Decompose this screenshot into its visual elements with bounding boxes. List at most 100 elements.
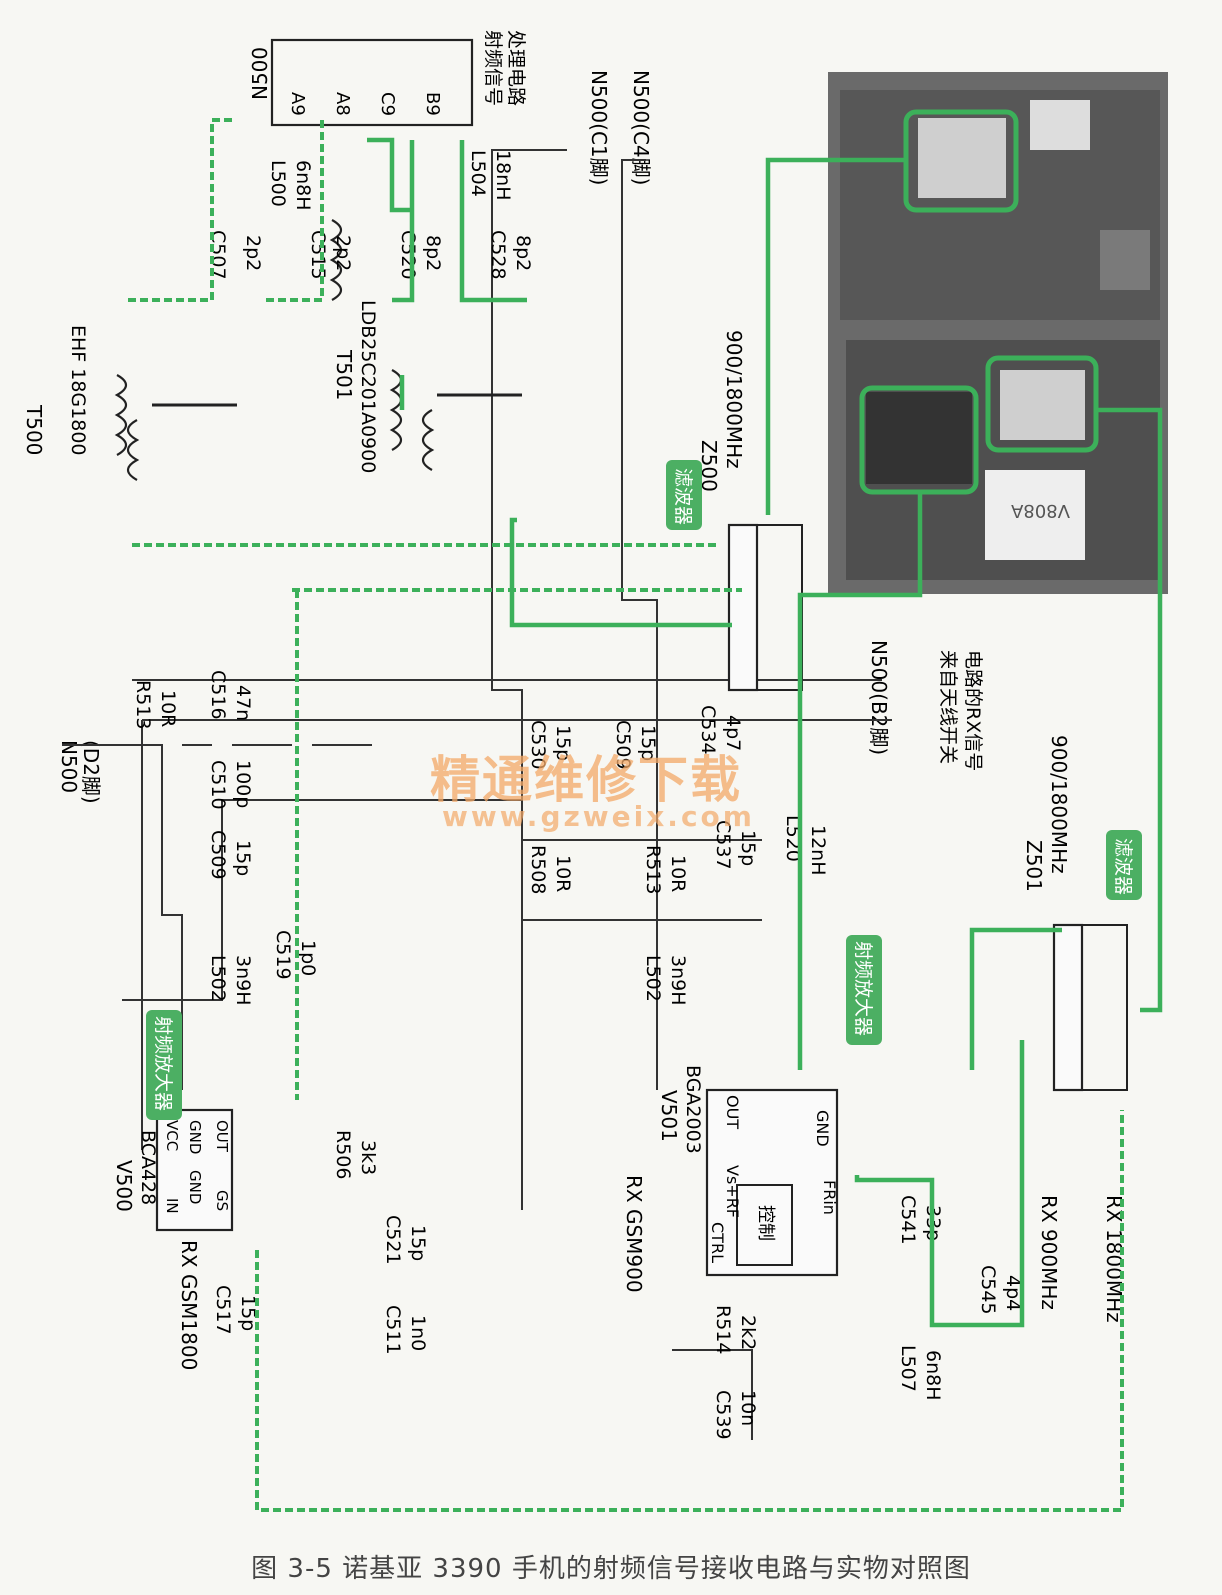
watermark-title: 精通维修下载 xyxy=(430,751,742,809)
filter-z500: Z500 900/1800MHz xyxy=(697,330,803,692)
rx-gsm1800-label: RX GSM1800 xyxy=(177,1240,201,1370)
v501-pin-frin: FRin xyxy=(820,1180,839,1215)
callout-rfamp-2: 射频放大器 xyxy=(846,935,882,1045)
l502a-ref: L502 xyxy=(207,955,229,1002)
antenna-note-1: 来自天线开关 xyxy=(937,650,959,764)
v500-pin-gnd2: GND xyxy=(186,1170,204,1204)
v501-pin-out: OUT xyxy=(723,1095,742,1129)
z501-freq: 900/1800MHz xyxy=(1047,735,1071,874)
cap-c515: C515 2p2 xyxy=(307,230,354,280)
ic-n500-desc-1: 射频信号 xyxy=(482,30,504,106)
rx-900mhz-label: RX 900MHz xyxy=(1037,1195,1061,1310)
ic-n500-pin-c9: C9 xyxy=(377,92,398,116)
middle-parts: C530 15p C509 15p C534 4p7 R508 10R R513… xyxy=(527,705,829,1006)
c530-ref: C530 xyxy=(527,720,549,770)
t501-model: LDB25C201A0900 xyxy=(357,300,379,473)
r508-val: 10R xyxy=(552,855,574,892)
rx-gsm900-label: RX GSM900 xyxy=(622,1175,646,1293)
c509b-val: 15p xyxy=(637,725,659,761)
c539-val: 10n xyxy=(737,1390,759,1426)
inductor-l500: L500 6n8H xyxy=(267,160,343,301)
cap-c528: C528 8p2 xyxy=(487,230,534,280)
r513b-ref: R513 xyxy=(642,845,664,894)
inductor-l504: L504 18nH xyxy=(467,150,514,201)
c515-val: 2p2 xyxy=(332,235,354,271)
t501-ref: T501 xyxy=(332,349,356,400)
l504-val: 18nH xyxy=(492,150,514,201)
amp-v501: V501 BGA2003 Vs+RF OUT CTRL GND FRin 控制 xyxy=(657,1065,839,1277)
ic-n500-pin-a8: A8 xyxy=(332,92,353,116)
c528-val: 8p2 xyxy=(512,235,534,271)
c507-ref: C507 xyxy=(207,230,229,280)
signal-path-900 xyxy=(367,137,1062,1328)
c534-ref: C534 xyxy=(697,705,719,755)
net-label-c4: N500(C4脚) xyxy=(629,70,653,185)
c521-ref: C521 xyxy=(382,1215,404,1265)
r513a-val: 10R xyxy=(157,690,179,727)
c539-ref: C539 xyxy=(712,1390,734,1440)
net-label-c1: N500(C1脚) xyxy=(587,70,611,185)
net-label-b2: N500(B2脚) xyxy=(867,640,891,755)
bottom-parts: C541 33p C545 4p4 R514 2k2 C539 10n L507… xyxy=(712,1195,1024,1440)
ic-n500-name: N500 xyxy=(248,47,272,100)
c510-ref: C510 xyxy=(207,760,229,810)
ic-n500-pin-b9: B9 xyxy=(422,92,443,116)
r514-ref: R514 xyxy=(712,1305,734,1354)
v500-model: BCA428 xyxy=(137,1130,159,1205)
v501-model: BGA2003 xyxy=(682,1065,704,1154)
watermark-url: www.gzweix.com xyxy=(442,800,755,833)
ic-n500-pin-a9: A9 xyxy=(287,92,308,116)
v501-ref: V501 xyxy=(657,1090,681,1142)
cap-c507: C507 2p2 xyxy=(207,230,264,280)
callout-filter-2: 滤波器 xyxy=(1106,830,1142,900)
v500-pin-in: IN xyxy=(163,1198,181,1214)
transformer-t501: T501 LDB25C201A0900 xyxy=(332,300,522,473)
r514-val: 2k2 xyxy=(737,1315,759,1350)
callout-filter-2-text: 滤波器 xyxy=(1112,838,1134,895)
antenna-note-2: 电路的RX信号 xyxy=(962,650,984,771)
c515-ref: C515 xyxy=(307,230,329,280)
c511-ref: C511 xyxy=(382,1305,404,1355)
l504-ref: L504 xyxy=(467,150,489,197)
c541-ref: C541 xyxy=(897,1195,919,1245)
c510-val: 100p xyxy=(232,760,254,808)
c519-val: 1p0 xyxy=(297,940,319,976)
l507-ref: L507 xyxy=(897,1345,919,1392)
c537-ref: C537 xyxy=(712,820,734,870)
callout-filter-1-text: 滤波器 xyxy=(672,468,694,525)
c516-val: 47n xyxy=(232,685,254,721)
c509b-ref: C509 xyxy=(612,720,634,770)
r506-val: 3k3 xyxy=(357,1140,379,1175)
l502b-val: 3n9H xyxy=(667,955,689,1006)
c545-val: 4p4 xyxy=(1002,1275,1024,1311)
callout-rfamp-1-text: 射频放大器 xyxy=(152,1016,174,1111)
c528-ref: C528 xyxy=(487,230,509,280)
v501-pin-gnd: GND xyxy=(813,1110,832,1147)
ic-n500: N500 A9 A8 C9 B9 射频信号 处理电路 xyxy=(248,30,527,127)
c521-val: 15p xyxy=(407,1225,429,1261)
cap-c520: C520 8p2 xyxy=(397,230,444,280)
t500-ref: T500 xyxy=(22,404,46,455)
v501-control: 控制 xyxy=(755,1205,776,1241)
l507-val: 6n8H xyxy=(922,1350,944,1401)
figure-caption: 图 3-5 诺基亚 3390 手机的射频信号接收电路与实物对照图 xyxy=(251,1554,971,1584)
z501-ref: Z501 xyxy=(1022,840,1046,892)
net-label-d2-b: (D2脚) xyxy=(79,740,103,804)
v500-pin-vcc: VCC xyxy=(163,1120,181,1151)
signal-path-1800 xyxy=(127,118,1124,1512)
c507-val: 2p2 xyxy=(242,235,264,271)
r506-ref: R506 xyxy=(332,1130,354,1179)
callout-rfamp-2-text: 射频放大器 xyxy=(852,941,874,1036)
c520-val: 8p2 xyxy=(422,235,444,271)
callout-filter-1: 滤波器 xyxy=(666,460,702,530)
l502a-val: 3n9H xyxy=(232,955,254,1006)
c517-ref: C517 xyxy=(212,1285,234,1335)
c511-val: 1n0 xyxy=(407,1315,429,1351)
l502b-ref: L502 xyxy=(642,955,664,1002)
v500-pin-gnd1: GND xyxy=(186,1120,204,1154)
photo-chip-text: V808A xyxy=(1010,500,1070,521)
r513a-ref: R513 xyxy=(132,680,154,729)
c537-val: 15p xyxy=(737,830,759,866)
l500-val: 6n8H xyxy=(292,160,314,211)
